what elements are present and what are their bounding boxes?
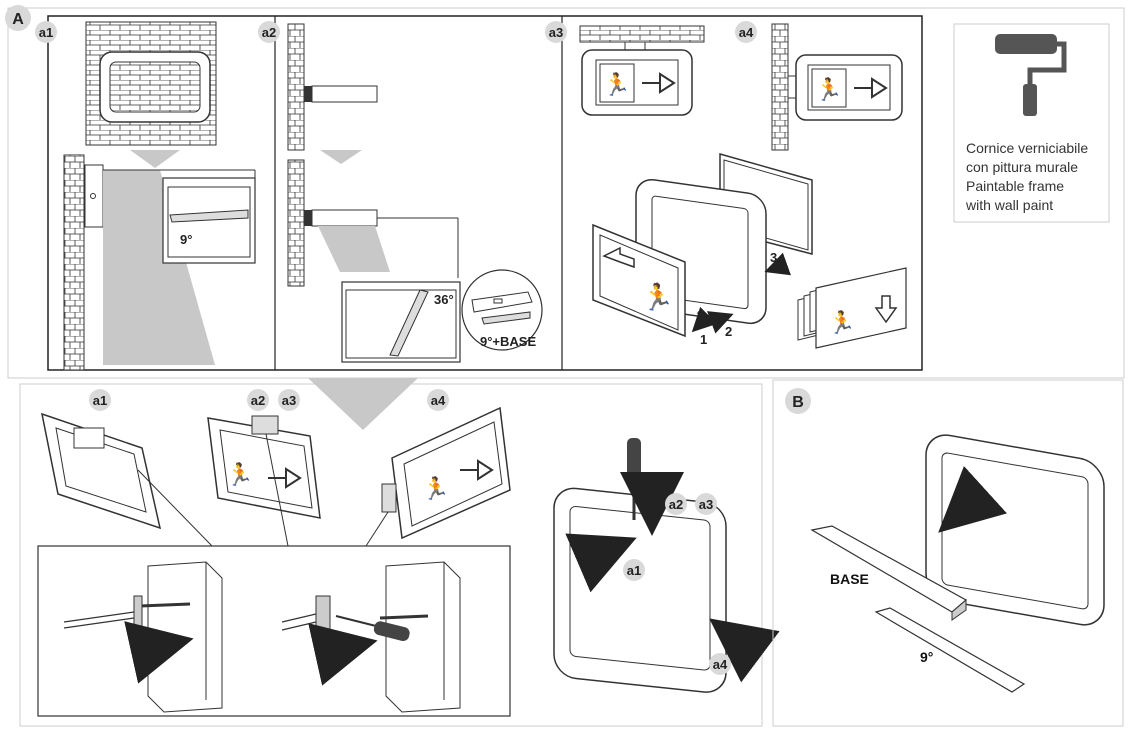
- svg-text:a3: a3: [282, 393, 296, 408]
- running-man-icon: 🏃: [226, 462, 253, 487]
- paint-roller-icon: [995, 34, 1067, 116]
- paint-note-line2: con pittura murale: [966, 159, 1078, 175]
- svg-text:a2: a2: [262, 25, 276, 40]
- arrow-right-icon: [460, 459, 494, 481]
- panel-a3: a3 🏃 a4 🏃 🏃 🏃 1 2: [545, 21, 907, 349]
- section-b: B BASE 9°: [785, 388, 1105, 693]
- paint-note-line4: with wall paint: [965, 197, 1053, 213]
- running-man-icon: 🏃: [642, 282, 674, 312]
- svg-text:1: 1: [700, 332, 707, 347]
- running-man-icon: 🏃: [422, 476, 449, 501]
- bottom-step-views: a1 a2 a3 🏃 a4 🏃: [37, 389, 780, 717]
- angle-label-a1: 9°: [180, 232, 192, 247]
- wall-brick-side: [63, 154, 85, 371]
- svg-text:B: B: [792, 394, 804, 411]
- base-angle-label: 9°+BASE: [480, 334, 536, 349]
- panel-a2: a2 36° 9°+BASE: [258, 21, 543, 363]
- arrow-left-icon: [602, 246, 635, 269]
- svg-text:2: 2: [725, 324, 732, 339]
- angle-label-b: 9°: [920, 649, 933, 665]
- arrow-down-icon: [874, 295, 898, 324]
- base-label: BASE: [830, 571, 869, 587]
- paint-note-line3: Paintable frame: [966, 178, 1064, 194]
- svg-text:a2: a2: [251, 393, 265, 408]
- arrow-right-icon: [854, 77, 888, 99]
- svg-text:A: A: [12, 11, 24, 28]
- svg-text:a4: a4: [713, 657, 728, 672]
- svg-text:a1: a1: [39, 25, 53, 40]
- svg-text:a1: a1: [627, 563, 641, 578]
- section-b-frame: [772, 379, 1124, 727]
- svg-text:a4: a4: [431, 393, 446, 408]
- svg-text:3: 3: [770, 250, 777, 265]
- arrow-right-icon: [642, 72, 676, 94]
- section-a-outer-frame: [7, 7, 1125, 379]
- svg-text:a3: a3: [699, 497, 713, 512]
- svg-text:a1: a1: [93, 393, 107, 408]
- section-a-top-frame: [47, 15, 923, 371]
- svg-text:a4: a4: [739, 25, 754, 40]
- paint-note-line1: Cornice verniciabile: [966, 140, 1088, 156]
- angle-label-a2: 36°: [434, 292, 454, 307]
- arrow-right-icon: [268, 467, 302, 489]
- svg-text:a2: a2: [669, 497, 683, 512]
- running-man-icon: 🏃: [815, 77, 842, 102]
- svg-text:a3: a3: [549, 25, 563, 40]
- panel-a1: a1 9°: [35, 21, 256, 371]
- section-a-badge: A: [5, 5, 31, 31]
- running-man-icon: 🏃: [828, 310, 855, 335]
- down-pointer: [308, 378, 418, 430]
- paint-note-box: Cornice verniciabile con pittura murale …: [953, 23, 1110, 223]
- running-man-icon: 🏃: [603, 72, 630, 97]
